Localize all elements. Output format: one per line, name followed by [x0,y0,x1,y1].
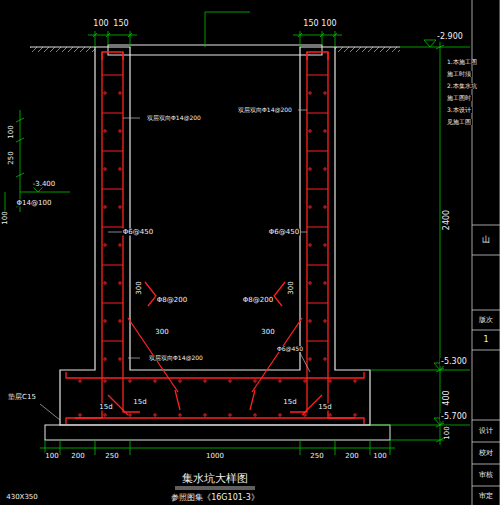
dimension: 300 [260,329,275,336]
title-block-grid [472,0,500,505]
c15-pad [45,425,390,440]
tie-bar [102,227,328,228]
dimension: 100 [92,20,109,28]
anchor-length: 15d [282,399,297,406]
rebar-note: Φ14@100 [16,200,53,207]
ground-line [30,47,400,48]
dimension: 100 [44,453,59,460]
note: 3.本设计 [446,107,472,113]
note: 2.本集水坑 [446,83,478,89]
rebar-note: Φ6@450 [276,346,304,352]
drawing-title: 集水坑大样图 [181,473,249,484]
title-block-cell: 校对 [478,450,494,457]
pad-note: 垫层C15 [7,394,37,401]
ground-hatch [335,47,400,52]
dimension: 250 [8,150,15,165]
tie-bar [102,113,328,114]
title-block-cell: 设计 [478,428,494,435]
dimension: 400 [443,389,451,406]
pit-concrete [60,47,370,425]
dimension: 250 [104,453,119,460]
elevation: -2.900 [436,33,464,41]
dimension: 300 [288,280,295,295]
dimension: 250 [309,453,324,460]
tie-bars [79,75,356,416]
title-block-cell: 版次 [478,317,494,324]
dimension: 300 [136,280,143,295]
dimension: 150 [112,20,129,28]
dimension: 100 [320,20,337,28]
dimension: 100 [2,210,9,225]
note: 见施工图 [446,119,472,125]
elevation: -3.400 [32,181,57,188]
rebar [66,52,364,424]
tie-bar [102,303,328,304]
dimension-lines [5,12,470,455]
note: 施工时须 [446,71,472,77]
dimension: 1000 [205,453,225,460]
elevation: -5.700 [440,413,468,421]
ground-hatch [30,47,95,52]
rebar-note: Φ6@450 [122,229,154,236]
dimension: 2400 [443,209,451,231]
rebar-note: 双层双向Φ14@200 [148,355,204,361]
note: 1.本施工图 [446,59,478,65]
anchor-length: 15d [98,404,113,411]
title-block-cell: 审核 [478,472,494,479]
dimension: 200 [344,453,359,460]
cover-plate [108,45,322,55]
dimension: 300 [154,329,169,336]
rebar-note: Φ6@450 [268,229,300,236]
dimension: 200 [70,453,85,460]
title-block-cell: 审定 [478,493,494,500]
pad-size: 430X350 [5,494,39,501]
rebar-note: Φ8@200 [242,297,274,304]
tie-bar [102,151,328,152]
tie-bar [102,189,328,190]
anchor-length: 15d [317,404,332,411]
rebar-note: 双层双向Φ14@200 [237,107,293,113]
leader-lines [40,110,310,420]
rebar-note: Φ8@200 [156,297,188,304]
tie-bar [102,75,328,76]
tie-bar [102,341,328,342]
title-block-cell: 山 [481,236,491,244]
tie-bar [102,265,328,266]
dimension: 150 [302,20,319,28]
title-block-cell: 1 [482,336,489,344]
dimension: 100 [444,425,451,440]
rebar-note: 双层双向Φ14@200 [146,115,202,121]
title-underline [175,487,255,489]
drawing-caption: 参照图集《16G101-3》 [170,494,260,502]
note: 施工图时 [446,95,472,101]
dimension: 100 [8,124,15,139]
dimension: 100 [372,453,387,460]
elevation: -5.300 [440,358,468,366]
anchor-length: 15d [132,399,147,406]
